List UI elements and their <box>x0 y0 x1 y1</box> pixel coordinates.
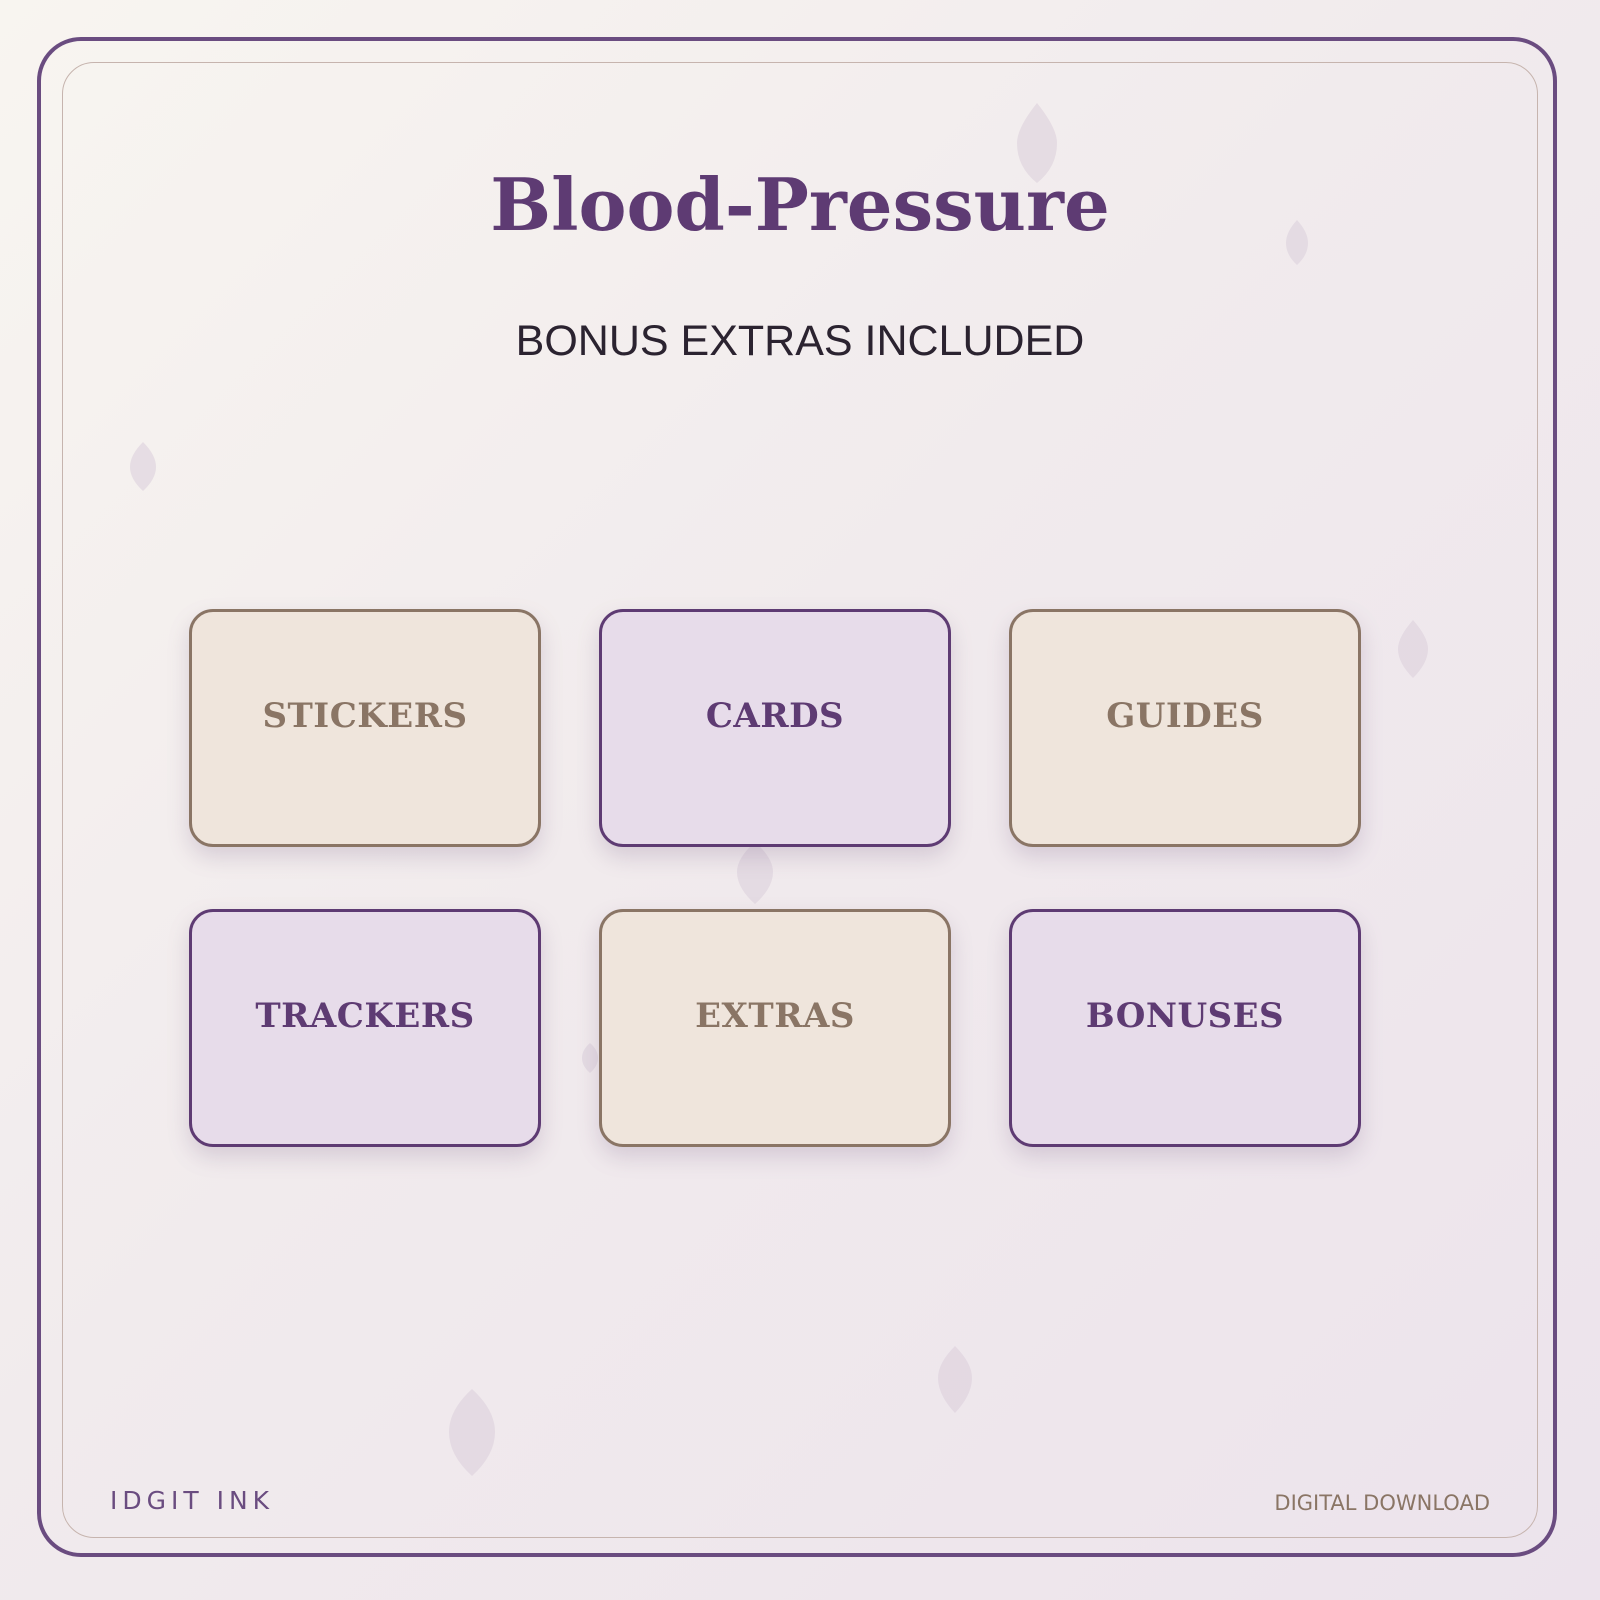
tile-label: BONUSES <box>1085 996 1285 1036</box>
tile-label: CARDS <box>705 696 845 736</box>
petal-icon <box>1398 620 1428 678</box>
page-subtitle: BONUS EXTRAS INCLUDED <box>515 317 1085 365</box>
tile-guides: GUIDES <box>1009 609 1361 847</box>
outer-frame <box>37 37 1557 1557</box>
extras-grid: STICKERS CARDS GUIDES TRACKERS EXTRAS BO… <box>189 609 1361 1147</box>
tile-label: STICKERS <box>262 696 468 736</box>
tile-bonuses: BONUSES <box>1009 909 1361 1147</box>
inner-frame <box>62 62 1538 1538</box>
petal-icon <box>1017 103 1057 183</box>
petal-icon <box>582 1043 598 1073</box>
tile-label: GUIDES <box>1106 696 1264 736</box>
tile-label: EXTRAS <box>695 996 855 1036</box>
digital-download-label: DIGITAL DOWNLOAD <box>1274 1491 1490 1515</box>
tile-cards: CARDS <box>599 609 951 847</box>
tile-trackers: TRACKERS <box>189 909 541 1147</box>
brand-name: IDGIT INK <box>110 1486 275 1515</box>
petal-icon <box>737 842 773 904</box>
tile-label: TRACKERS <box>255 996 475 1036</box>
tile-extras: EXTRAS <box>599 909 951 1147</box>
petal-icon <box>1286 220 1308 265</box>
page-title: Blood-Pressure <box>490 162 1110 247</box>
tile-stickers: STICKERS <box>189 609 541 847</box>
petal-icon <box>449 1389 495 1476</box>
petal-icon <box>130 442 156 491</box>
petal-icon <box>938 1346 972 1413</box>
